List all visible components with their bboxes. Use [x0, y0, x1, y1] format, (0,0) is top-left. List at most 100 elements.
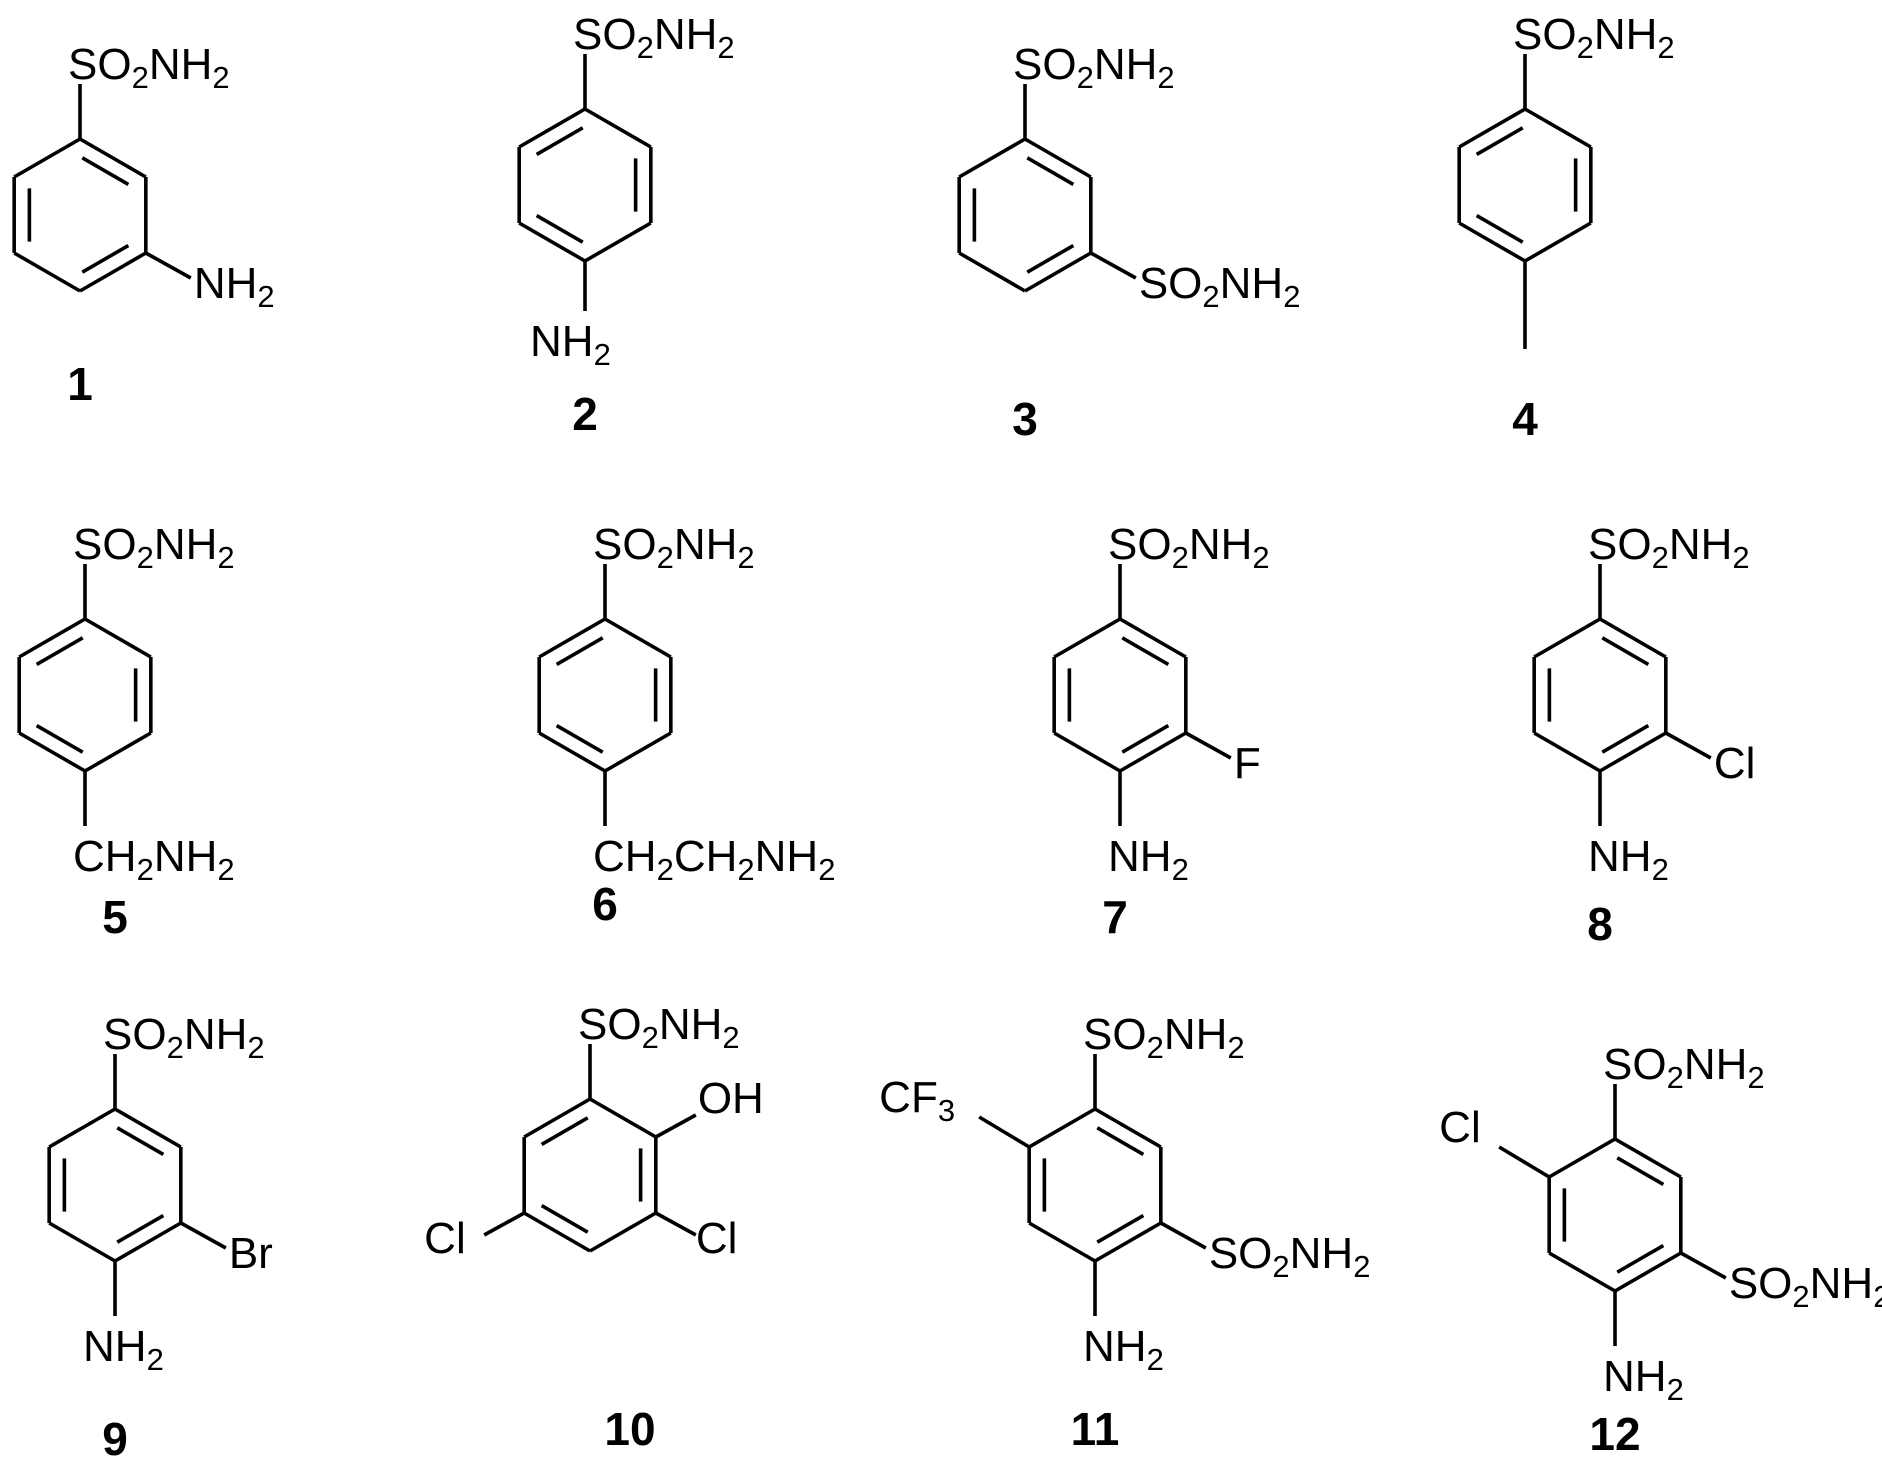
ring-bond	[114, 1221, 182, 1263]
bond-to-trifluoromethyl	[978, 1115, 1031, 1149]
chlorine-atom: Cl	[696, 1214, 738, 1263]
amine-group: NH2	[1603, 1352, 1684, 1407]
ring-bond	[1524, 221, 1592, 263]
ring-double-bond	[1616, 1243, 1665, 1274]
compound-number-3: 3	[1012, 393, 1038, 445]
compound-number-9: 9	[102, 1413, 128, 1465]
chlorine-atom-2: Cl	[424, 1214, 466, 1263]
ring-bond	[79, 251, 147, 293]
ring-double-bond	[1475, 213, 1524, 244]
ring-bond	[84, 617, 152, 659]
bond-to-chlorine	[654, 1211, 697, 1237]
ring-double-bond	[535, 126, 584, 157]
ring-bond	[1094, 1221, 1162, 1263]
ring-bond	[48, 1221, 116, 1263]
ring-bond	[1533, 731, 1601, 773]
hydroxyl-group: OH	[698, 1074, 764, 1123]
ring-double-bond	[1121, 723, 1170, 754]
ring-bond	[518, 107, 586, 149]
compound-number-7: 7	[1102, 891, 1128, 943]
compound-4: SO2NH2 4	[1457, 10, 1675, 445]
ring-double-bond	[535, 213, 584, 244]
ring-bond	[584, 107, 652, 149]
ring-double-bond	[35, 636, 84, 667]
bond-to-bromine	[179, 1221, 227, 1250]
ring-bond	[13, 137, 81, 179]
ring-bond	[18, 731, 86, 773]
ring-bond	[1024, 251, 1092, 293]
ring-double-bond	[1096, 1126, 1145, 1157]
ring-double-bond	[1601, 723, 1650, 754]
bromine-atom: Br	[229, 1229, 273, 1278]
ring-double-bond	[116, 1126, 165, 1157]
sulfonamide-group: SO2NH2	[1513, 10, 1675, 65]
compound-number-6: 6	[592, 878, 618, 930]
compound-number-5: 5	[102, 891, 128, 943]
ring-bond	[13, 251, 81, 293]
ring-bond	[1119, 731, 1187, 773]
chlorine-atom: Cl	[1439, 1103, 1481, 1152]
ring-double-bond	[555, 723, 604, 754]
bond-to-chlorine-2	[483, 1211, 526, 1237]
bond-to-hydroxyl	[654, 1113, 697, 1139]
ring-bond	[84, 731, 152, 773]
compound-number-12: 12	[1589, 1408, 1640, 1460]
compound-number-2: 2	[572, 388, 598, 440]
ring-bond	[518, 221, 586, 263]
ring-bond	[1614, 1137, 1682, 1179]
ring-bond	[1599, 617, 1667, 659]
ring-double-bond	[555, 636, 604, 667]
amine-group: NH2	[194, 259, 275, 314]
bond-to-amine	[144, 251, 192, 280]
ring-bond	[1028, 1221, 1096, 1263]
ring-bond	[538, 617, 606, 659]
ring-bond	[1458, 107, 1526, 149]
sulfonamide-group-2: SO2NH2	[1209, 1229, 1371, 1284]
ring-double-bond	[35, 723, 84, 754]
ring-bond	[523, 1211, 591, 1253]
sulfonamide-group: SO2NH2	[593, 520, 755, 575]
ring-bond	[1053, 617, 1121, 659]
sulfonamide-group: SO2NH2	[73, 520, 235, 575]
ring-bond	[18, 617, 86, 659]
bond-to-sulfonamide-2	[1089, 251, 1137, 280]
bond-to-sulfonamide-2	[1679, 1251, 1727, 1280]
amine-group: NH2	[1588, 832, 1669, 887]
sulfonamide-group: SO2NH2	[1603, 1040, 1765, 1095]
ring-bond	[1533, 617, 1601, 659]
ring-bond	[1458, 221, 1526, 263]
ring-double-bond	[81, 156, 130, 187]
ring-bond	[1524, 107, 1592, 149]
ring-bond	[1614, 1251, 1682, 1293]
ring-bond	[114, 1107, 182, 1149]
sulfonamide-group: SO2NH2	[573, 10, 735, 65]
ring-bond	[48, 1107, 116, 1149]
sulfonamide-group-2: SO2NH2	[1729, 1259, 1882, 1314]
sulfonamide-group: SO2NH2	[1108, 520, 1270, 575]
ring-bond	[958, 251, 1026, 293]
compound-number-10: 10	[604, 1403, 655, 1455]
sulfonamide-group: SO2NH2	[578, 1000, 740, 1055]
ring-bond	[1053, 731, 1121, 773]
sulfonamide-group: SO2NH2	[1083, 1010, 1245, 1065]
sulfonamide-group: SO2NH2	[1013, 40, 1175, 95]
ring-bond	[1548, 1137, 1616, 1179]
ring-double-bond	[81, 243, 130, 274]
amine-group: NH2	[83, 1322, 164, 1377]
compound-number-4: 4	[1512, 393, 1538, 445]
amine-group: NH2	[1108, 832, 1189, 887]
fluorine-atom: F	[1234, 739, 1261, 788]
sulfonamide-group: SO2NH2	[103, 1010, 265, 1065]
ring-bond	[1028, 1107, 1096, 1149]
ring-bond	[604, 731, 672, 773]
ring-bond	[589, 1097, 657, 1139]
